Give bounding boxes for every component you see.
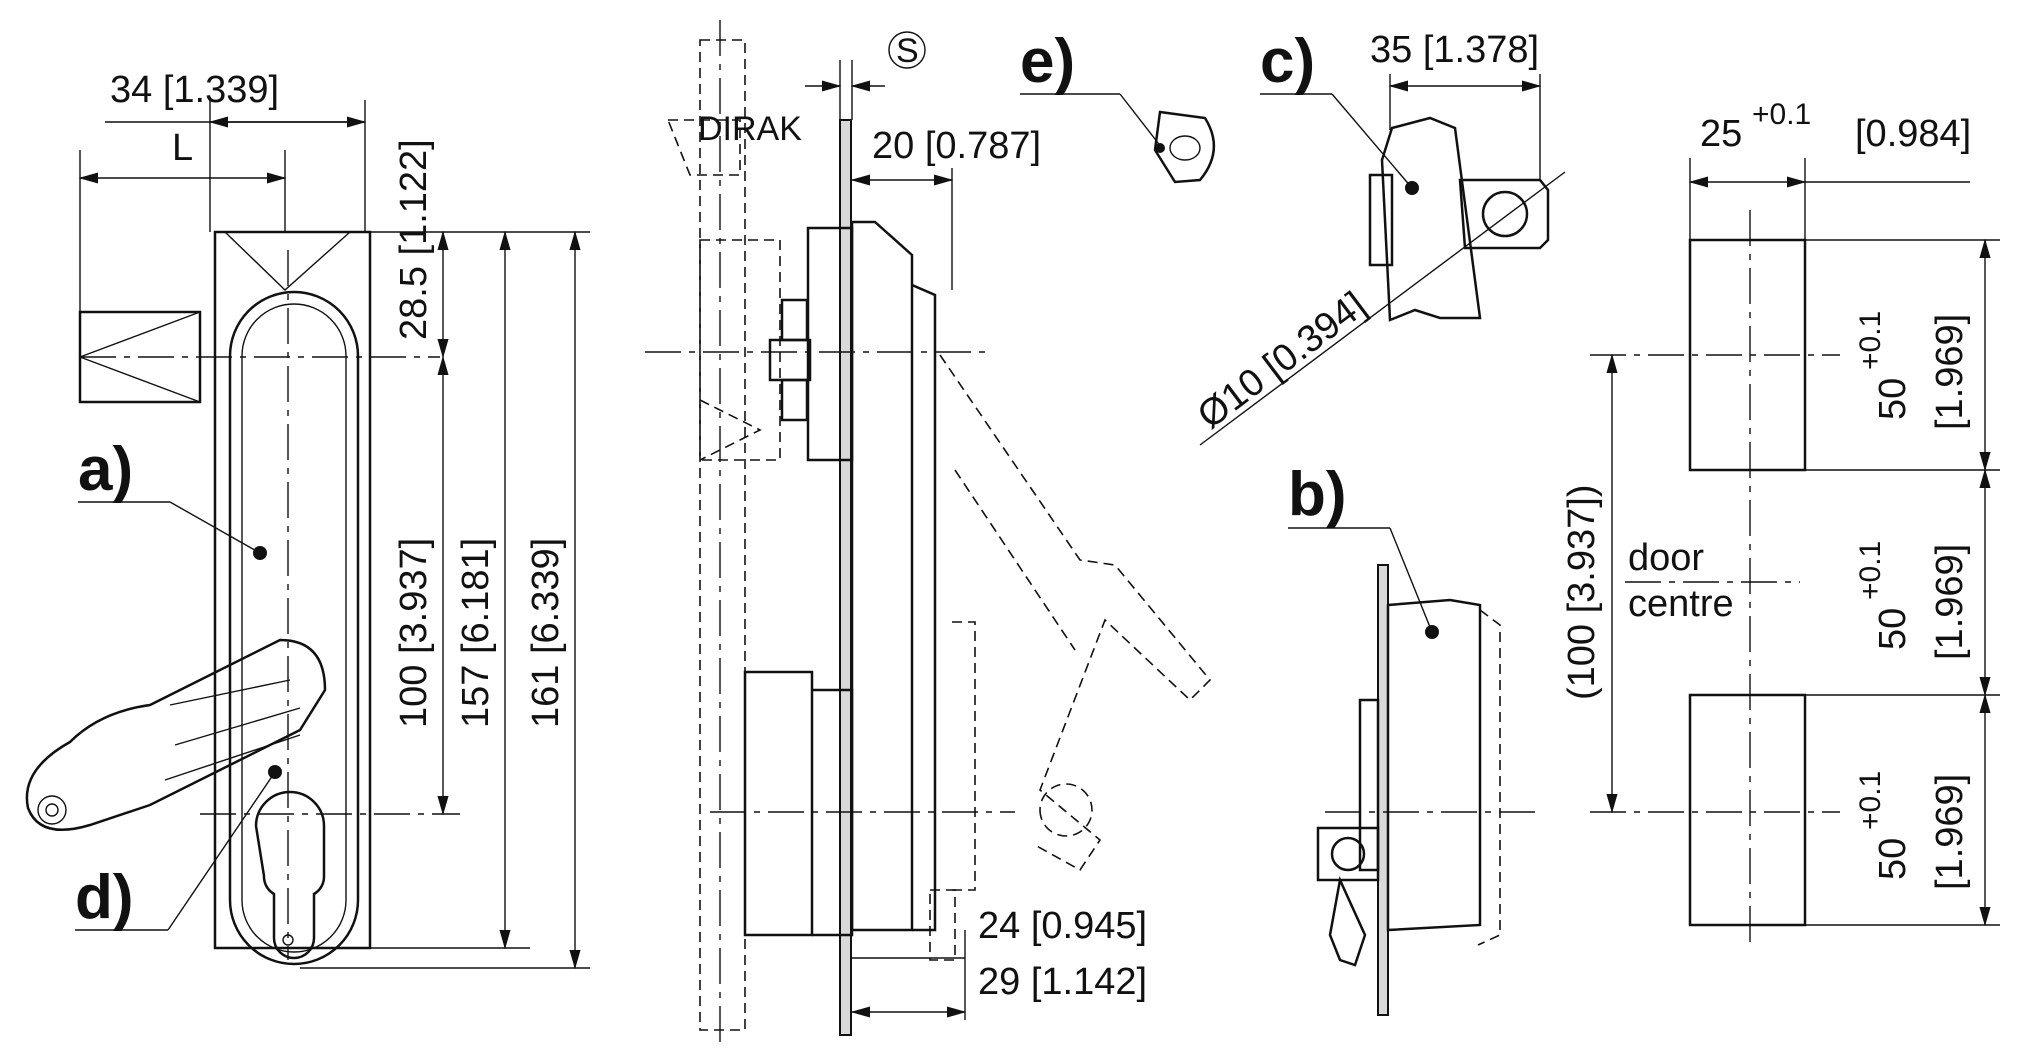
detail-b: b) [1288,460,1535,1016]
dim-24-label: 24 [0.945] [978,905,1147,947]
cutout-width-base: 25 [1700,113,1742,155]
callout-e: e) [1020,27,1075,96]
dim-157-label: 157 [6.181] [455,538,497,728]
dim-top-label: 28.5 [1.122] [393,139,435,340]
door-label: door [1628,537,1704,579]
cutout-h1-tol: +0.1 [1854,311,1887,370]
cutout-h3-base: 50 [1872,838,1914,880]
dim-width-label: 34 [1.339] [110,69,279,111]
dim-dia-label: Ø10 [0.394] [1190,284,1374,437]
cutout-h2-inch: [1.969] [1929,544,1971,660]
front-view: 34 [1.339] L 28.5 [1.122] 100 [3.937] 15… [25,69,590,970]
brand-mark: DIRAK [698,110,802,148]
cutout-h3-inch: [1.969] [1929,774,1971,890]
centre-label: centre [1628,583,1734,625]
dim-161-label: 161 [6.339] [525,538,567,728]
cutout-h1-inch: [1.969] [1929,314,1971,430]
callout-a: a) [78,435,133,504]
cutout-h3-tol: +0.1 [1854,771,1887,830]
callout-c: c) [1260,27,1315,96]
dim-100-label: 100 [3.937] [393,538,435,728]
callout-d: d) [75,863,134,932]
detail-e: e) [1020,27,1216,184]
side-view: DIRAK S 20 [0.787] [645,20,1212,1050]
cutout-h1-base: 50 [1872,378,1914,420]
panel-cutout: 25 +0.1 [0.984] 50 +0.1 [1.969] 50 +0.1 … [1561,98,2000,950]
dim-20-label: 20 [0.787] [872,125,1041,167]
dim-35-label: 35 [1.378] [1370,29,1539,71]
dim-s-label: S [896,32,919,70]
cutout-pitch: (100 [3.937]) [1561,485,1603,700]
cutout-h2-base: 50 [1872,608,1914,650]
cutout-width-inch: [0.984] [1855,113,1971,155]
cutout-width-tol: +0.1 [1752,98,1811,131]
dim-l-label: L [172,127,193,169]
cutout-h2-tol: +0.1 [1854,541,1887,600]
callout-b: b) [1288,460,1347,529]
dim-29-label: 29 [1.142] [978,961,1147,1003]
detail-c: c) 35 [1.378] Ø10 [0.394] [1190,27,1566,446]
